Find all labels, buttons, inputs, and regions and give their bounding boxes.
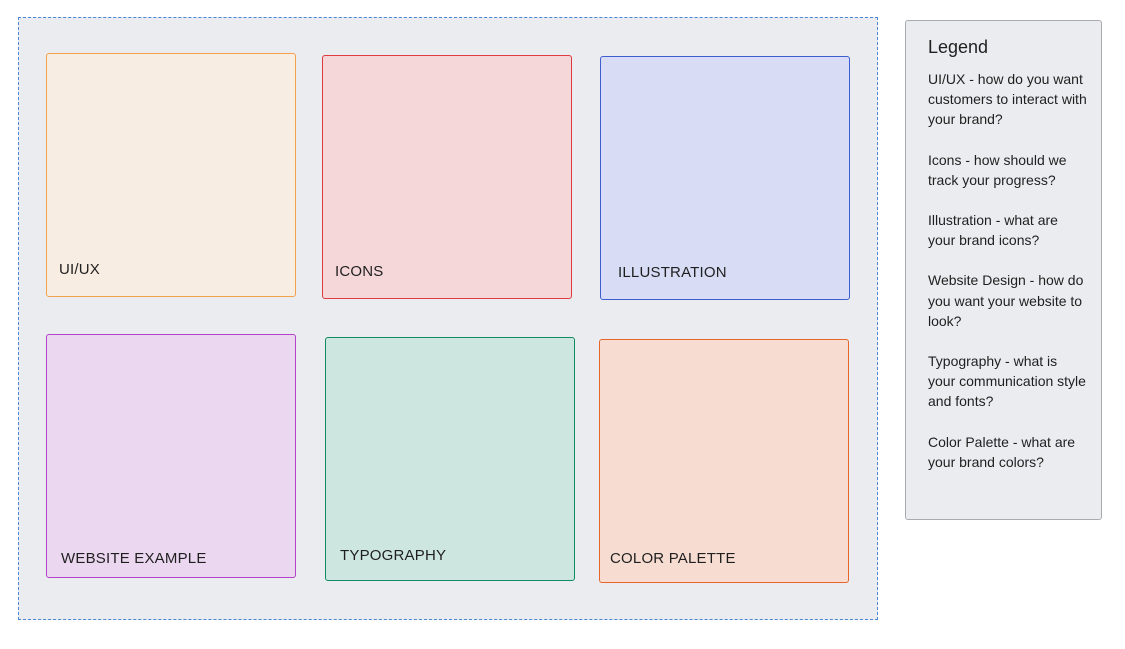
legend-entry-illustration: Illustration - what are your brand icons… bbox=[928, 212, 1058, 249]
card-label-illustration: ILLUSTRATION bbox=[618, 264, 727, 281]
legend-entry-ui-ux: UI/UX - how do you want customers to int… bbox=[928, 71, 1087, 128]
moodboard-frame[interactable]: UI/UX ICONS ILLUSTRATION WEBSITE EXAMPLE… bbox=[18, 17, 878, 620]
card-label-typography: TYPOGRAPHY bbox=[340, 547, 447, 564]
card-website-example[interactable]: WEBSITE EXAMPLE bbox=[46, 334, 296, 578]
card-typography[interactable]: TYPOGRAPHY bbox=[325, 337, 575, 581]
card-label-ui-ux: UI/UX bbox=[59, 261, 101, 278]
card-ui-ux[interactable]: UI/UX bbox=[46, 53, 296, 297]
legend-entry-icons: Icons - how should we track your progres… bbox=[928, 151, 1067, 188]
card-label-icons: ICONS bbox=[335, 263, 384, 280]
legend-entry-typography: Typography - what is your communication … bbox=[928, 353, 1086, 410]
legend-panel[interactable]: Legend UI/UX - how do you want customers… bbox=[905, 20, 1102, 520]
legend-entry-website-design: Website Design - how do you want your we… bbox=[928, 272, 1084, 329]
legend-title: Legend bbox=[928, 37, 989, 57]
card-icons[interactable]: ICONS bbox=[322, 55, 572, 299]
card-label-website-example: WEBSITE EXAMPLE bbox=[61, 550, 207, 567]
card-color-palette[interactable]: COLOR PALETTE bbox=[599, 339, 849, 583]
card-label-color-palette: COLOR PALETTE bbox=[610, 550, 736, 567]
legend-entry-color-palette: Color Palette - what are your brand colo… bbox=[928, 433, 1076, 470]
card-illustration[interactable]: ILLUSTRATION bbox=[600, 56, 850, 300]
